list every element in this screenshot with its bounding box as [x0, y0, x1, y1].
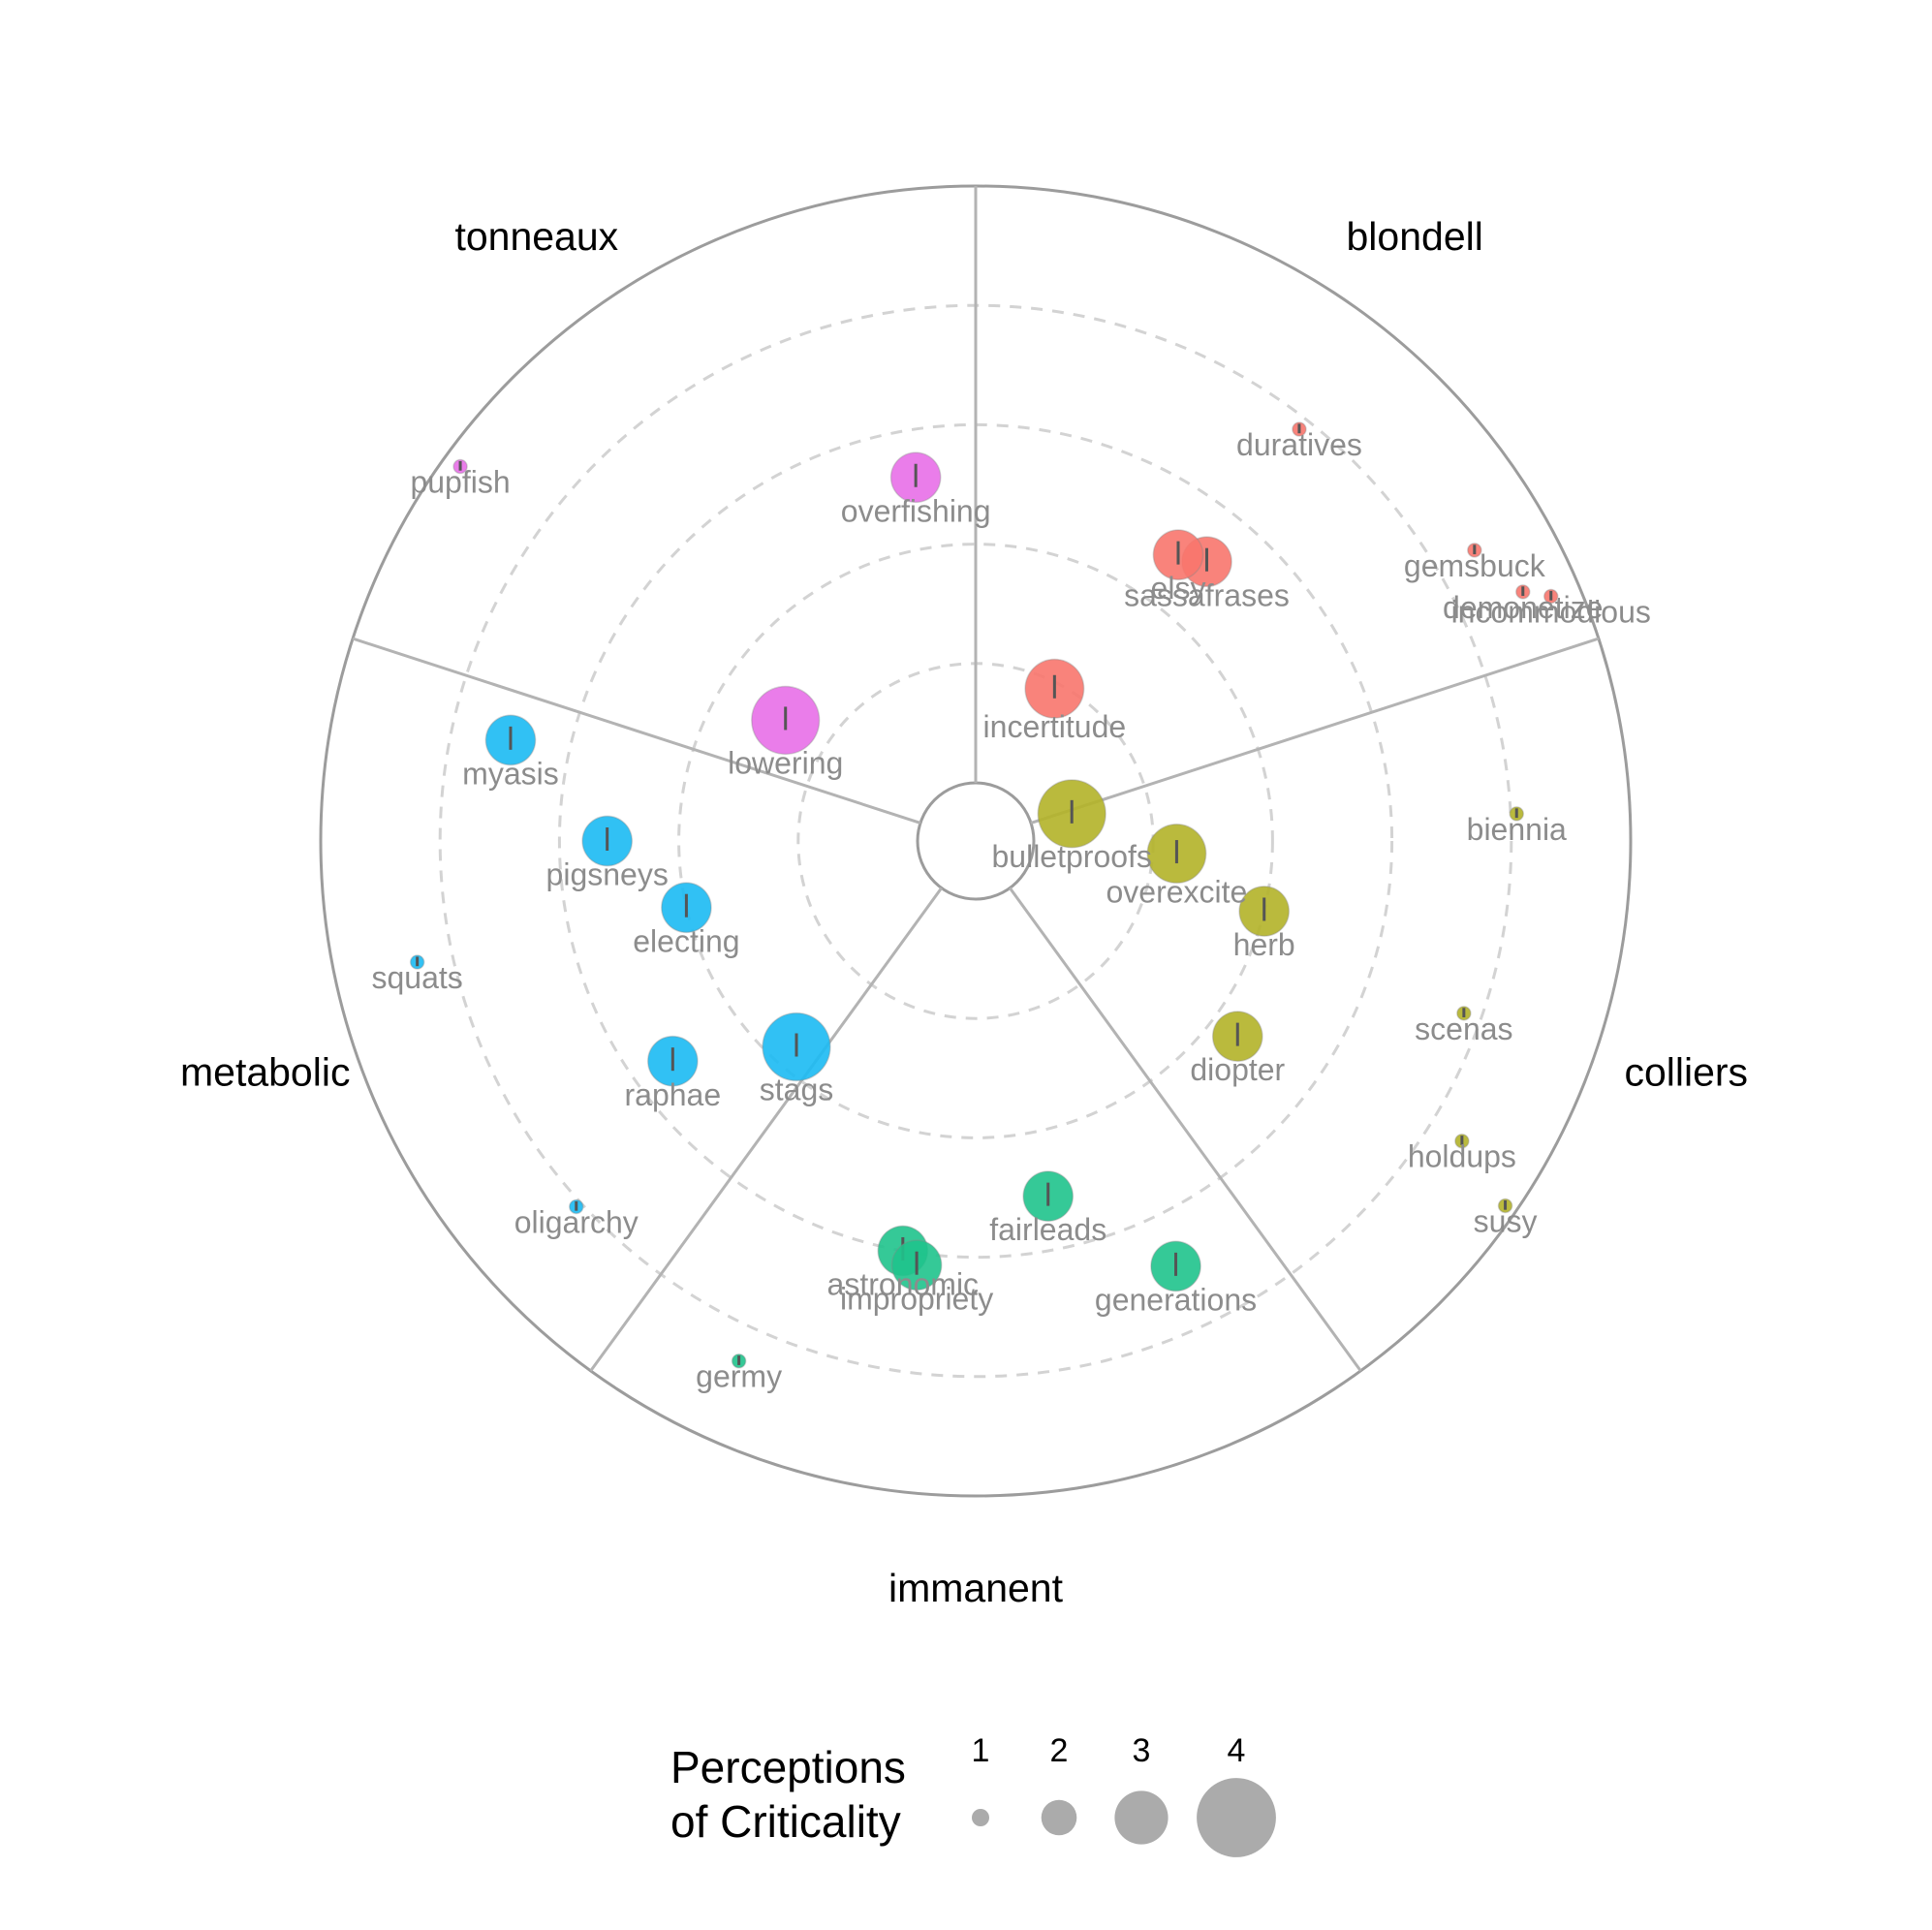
sector-label-tonneaux: tonneaux — [454, 214, 618, 259]
point-label-pupfish: pupfish — [410, 465, 510, 500]
point-label-overexcite: overexcite — [1106, 874, 1248, 909]
point-label-scenas: scenas — [1415, 1012, 1512, 1046]
point-label-incommodious: incommodious — [1451, 594, 1651, 629]
legend-key-4 — [1197, 1778, 1276, 1857]
point-label-squats: squats — [372, 960, 463, 995]
sector-divider-4 — [589, 887, 943, 1372]
point-label-impropriety: impropriety — [840, 1281, 993, 1316]
sector-label-metabolic: metabolic — [180, 1049, 350, 1094]
point-label-diopter: diopter — [1190, 1052, 1285, 1087]
point-label-duratives: duratives — [1236, 427, 1362, 462]
point-label-fairleads: fairleads — [989, 1212, 1106, 1247]
point-label-demonetize: demonetize — [1443, 590, 1603, 625]
sector-label-colliers: colliers — [1624, 1049, 1748, 1094]
point-label-pigsneys: pigsneys — [546, 857, 669, 892]
point-label-gemsbuck: gemsbuck — [1404, 548, 1546, 583]
point-label-sassafrases: sassafrases — [1124, 577, 1290, 612]
sector-labels: blondell colliers immanent metabolic tonneau… — [180, 214, 1748, 1610]
sector-divider-2 — [1030, 637, 1600, 825]
point-label-incertitude: incertitude — [983, 709, 1127, 744]
point-label-holdups: holdups — [1408, 1139, 1516, 1174]
legend-key-label-4: 4 — [1228, 1732, 1246, 1769]
point-label-lowering: lowering — [728, 745, 843, 780]
point-label-overfishing: overfishing — [841, 493, 991, 528]
point-label-astronomic: astronomic — [827, 1267, 980, 1302]
point-label-electing: electing — [633, 923, 739, 958]
point-label-myasis: myasis — [462, 756, 559, 791]
point-label-susy: susy — [1474, 1203, 1538, 1238]
sector-label-blondell: blondell — [1347, 214, 1483, 259]
point-labels: bulletproofs stags lowering incertitude over… — [372, 427, 1651, 1394]
point-label-generations: generations — [1095, 1282, 1257, 1317]
point-label-herb: herb — [1233, 927, 1295, 962]
size-legend: Perceptions of Criticality 1 2 3 4 — [670, 1732, 1276, 1857]
point-label-oligarchy: oligarchy — [514, 1204, 639, 1239]
point-label-raphae: raphae — [625, 1077, 722, 1112]
legend-key-label-3: 3 — [1133, 1732, 1151, 1769]
legend-key-1 — [972, 1809, 989, 1826]
point-label-stags: stags — [760, 1072, 833, 1106]
grid-ring-2 — [677, 543, 1274, 1139]
legend-title-line-2: of Criticality — [670, 1796, 901, 1847]
point-label-elsy: elsy — [1151, 571, 1206, 606]
data-points — [409, 421, 1559, 1369]
point-label-bulletproofs: bulletproofs — [991, 839, 1151, 874]
point-label-germy: germy — [696, 1359, 782, 1394]
grid-ring-3 — [557, 422, 1394, 1260]
polar-grid — [319, 184, 1633, 1498]
legend-key-label-1: 1 — [972, 1732, 990, 1769]
sector-divider-5 — [352, 637, 921, 825]
point-label-biennia: biennia — [1467, 812, 1567, 847]
legend-key-2 — [1041, 1799, 1077, 1836]
sector-divider-3 — [1009, 887, 1362, 1372]
legend-title-line-1: Perceptions — [670, 1742, 906, 1792]
legend-key-3 — [1114, 1790, 1169, 1845]
sector-label-immanent: immanent — [888, 1566, 1064, 1610]
legend-key-label-2: 2 — [1050, 1732, 1069, 1769]
